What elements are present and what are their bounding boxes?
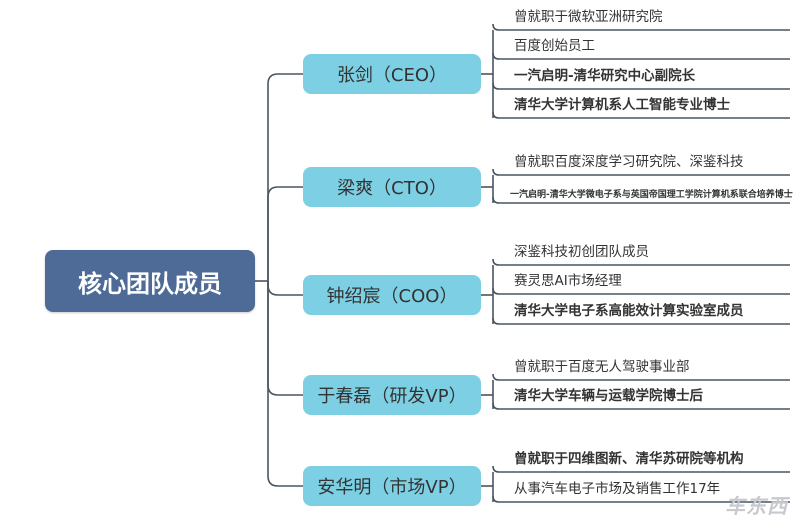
detail-underline-3-3 [492,317,790,325]
detail-underline-1-2 [492,52,790,60]
detail-2-1: 曾就职百度深度学习研究院、深鉴科技 [514,154,744,170]
detail-3-2: 赛灵思AI市场经理 [514,273,622,289]
detail-5-2: 从事汽车电子市场及销售工作17年 [514,481,721,497]
member-node-3: 钟绍宸（COO） [303,275,481,315]
detail-4-1: 曾就职于百度无人驾驶事业部 [514,359,690,375]
detail-5-1: 曾就职于四维图新、清华苏研院等机构 [514,451,744,467]
detail-3-3: 清华大学电子系高能效计算实验室成员 [514,303,744,319]
member-branch-1 [267,73,303,281]
root-node-core-team: 核心团队成员 [45,250,255,312]
detail-underline-4-1 [492,373,790,381]
member-branch-4 [267,281,303,396]
detail-1-3: 一汽启明-清华研究中心副院长 [514,68,696,84]
detail-1-1: 曾就职于微软亚洲研究院 [514,9,663,25]
detail-underline-5-1 [492,465,790,473]
member-node-2: 梁爽（CTO） [303,167,481,207]
detail-underline-1-1 [492,23,790,31]
member-node-4: 于春磊（研发VP） [303,375,481,415]
detail-underline-2-2 [492,196,790,204]
detail-3-1: 深鉴科技初创团队成员 [514,244,649,260]
detail-underline-2-1 [492,168,790,176]
detail-1-2: 百度创始员工 [514,38,595,54]
detail-1-4: 清华大学计算机系人工智能专业博士 [514,97,730,113]
detail-underline-3-2 [492,287,790,295]
detail-2-2: 一汽启明-清华大学微电子系与英国帝国理工学院计算机系联合培养博士 [510,190,793,200]
detail-4-2: 清华大学车辆与运载学院博士后 [514,388,703,404]
member-node-1: 张剑（CEO） [303,54,481,94]
detail-underline-4-2 [492,402,790,410]
member-branch-3 [267,281,303,296]
detail-underline-5-2 [492,495,790,503]
detail-underline-1-4 [492,111,790,119]
watermark-logo: 车东西 [725,494,788,518]
member-branch-5 [267,281,303,487]
member-branch-2 [267,186,303,281]
detail-underline-1-3 [492,82,790,90]
member-node-5: 安华明（市场VP） [303,466,481,506]
detail-underline-3-1 [492,258,790,266]
